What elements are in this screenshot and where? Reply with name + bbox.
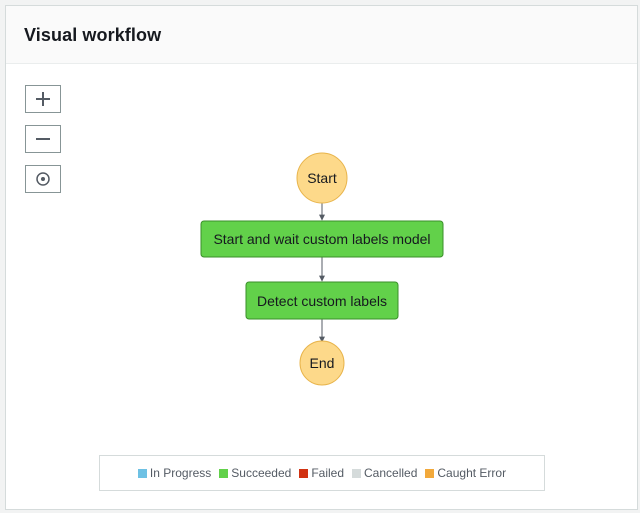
minus-icon: [36, 138, 50, 140]
legend-label: In Progress: [149, 466, 212, 480]
legend-item-cancelled: Cancelled: [352, 466, 417, 480]
legend-label: Failed: [311, 466, 344, 480]
legend-swatch: [219, 468, 229, 478]
visual-workflow-panel: Visual workflow: [5, 5, 638, 510]
legend-item-failed: Failed: [299, 466, 344, 480]
node-start-and-wait-custom-labels-model[interactable]: Start and wait custom labels model: [200, 220, 444, 258]
status-legend: In Progress Succeeded Failed Cancelled C…: [99, 455, 545, 491]
node-end-label: End: [310, 355, 335, 371]
legend-label: Cancelled: [364, 466, 418, 480]
legend-label: Caught Error: [437, 466, 507, 480]
legend-item-succeeded: Succeeded: [219, 466, 291, 480]
node-step1-label: Start and wait custom labels model: [213, 231, 430, 247]
legend-swatch: [425, 468, 435, 478]
workflow-canvas[interactable]: Start Start and wait custom labels model…: [6, 64, 637, 509]
plus-icon: [36, 92, 50, 106]
panel-title: Visual workflow: [24, 25, 162, 45]
legend-item-caught-error: Caught Error: [425, 466, 506, 480]
node-start-label: Start: [307, 170, 337, 186]
legend-label: Succeeded: [231, 466, 292, 480]
center-view-button[interactable]: [25, 165, 61, 193]
zoom-in-button[interactable]: [25, 85, 61, 113]
legend-swatch: [299, 468, 309, 478]
legend-item-in-progress: In Progress: [137, 466, 212, 480]
legend-swatch: [352, 468, 361, 478]
node-start[interactable]: Start: [296, 152, 348, 204]
panel-header: Visual workflow: [6, 6, 637, 64]
legend-swatch: [137, 468, 147, 478]
zoom-out-button[interactable]: [25, 125, 61, 153]
node-detect-custom-labels[interactable]: Detect custom labels: [245, 281, 399, 320]
node-step2-label: Detect custom labels: [257, 293, 387, 309]
workflow-graph: Start Start and wait custom labels model…: [200, 152, 444, 386]
node-end[interactable]: End: [299, 340, 345, 386]
target-icon: [36, 172, 50, 186]
